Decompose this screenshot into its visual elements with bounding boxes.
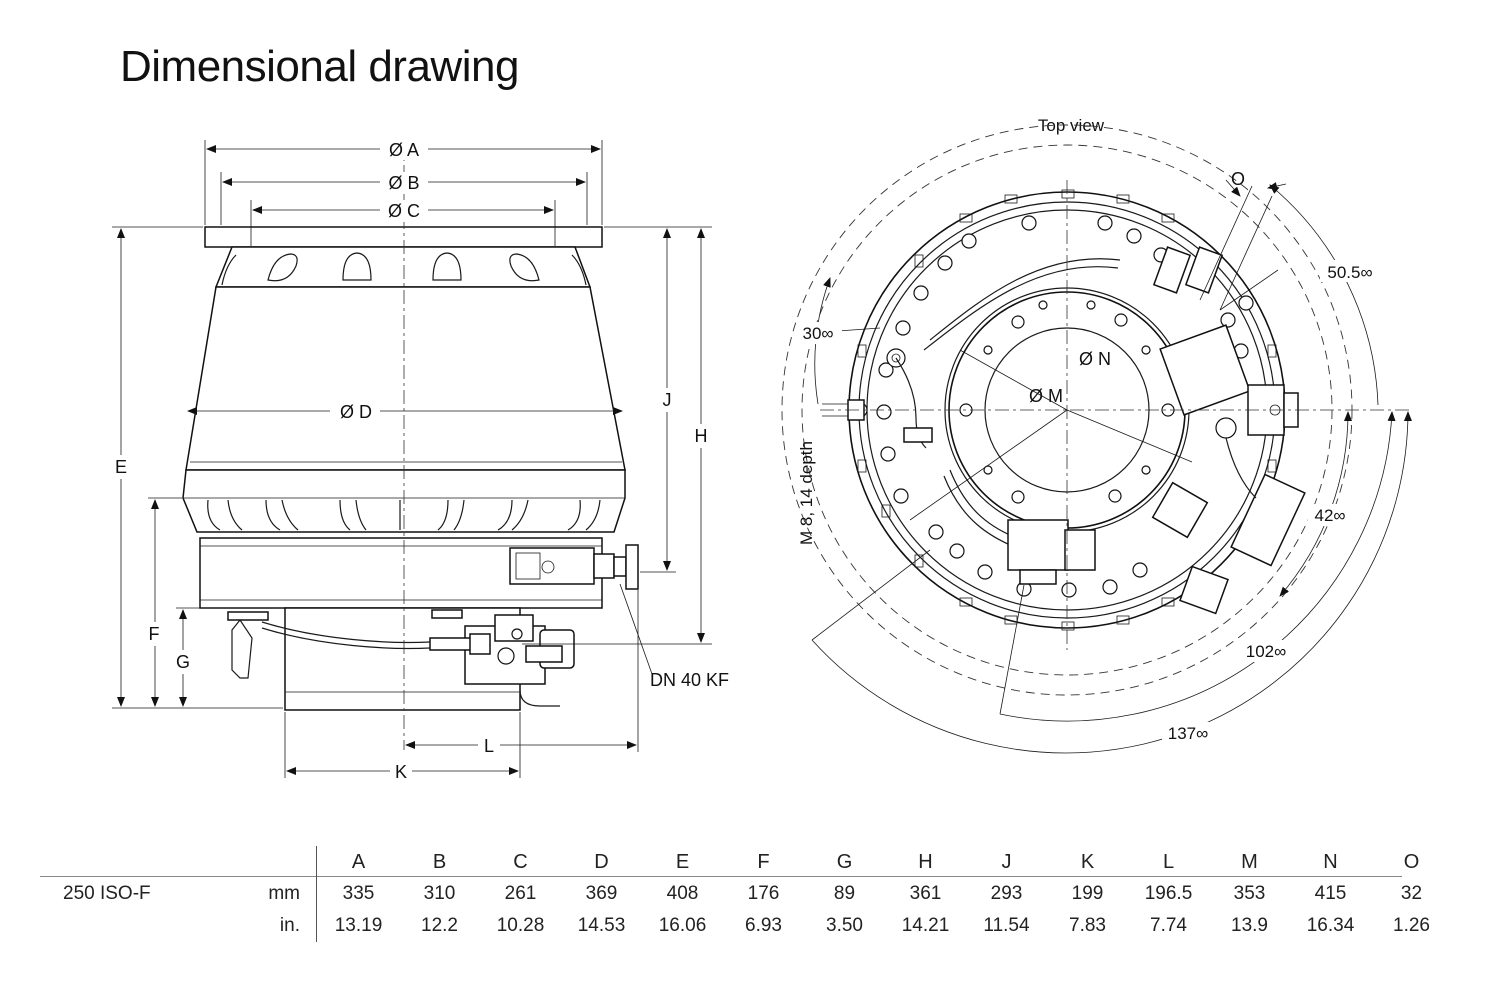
flange-bolt-holes xyxy=(852,215,1254,598)
top-flange xyxy=(204,226,603,248)
table-cell: 310 xyxy=(423,883,456,904)
table-row-mm: 250 ISO-F mm 335 310 261 369 408 176 89 … xyxy=(40,878,1452,910)
table-cell: 415 xyxy=(1314,883,1347,904)
col-header: K xyxy=(1080,850,1095,873)
table-cell: 408 xyxy=(666,883,699,904)
label-dia-b: Ø B xyxy=(388,173,419,193)
table-cell: 369 xyxy=(585,883,618,904)
label-angle-137: 137∞ xyxy=(1168,724,1208,743)
table-cell: 293 xyxy=(990,883,1023,904)
cooling-ribs xyxy=(207,499,601,531)
col-header: E xyxy=(675,850,690,873)
table-header-rule xyxy=(40,876,1402,877)
table-cell: 3.50 xyxy=(826,915,863,936)
col-header: L xyxy=(1162,850,1175,873)
dimension-table: A B C D E F G H J K L M N O 250 ISO-F mm… xyxy=(40,846,1452,942)
dimensional-drawing: Ø A Ø B Ø C Ø D E F G xyxy=(110,116,1412,784)
label-f: F xyxy=(149,624,160,644)
col-header: H xyxy=(918,850,933,873)
table-header-row: A B C D E F G H J K L M N O xyxy=(40,846,1452,878)
table-cell: 11.54 xyxy=(983,915,1030,936)
pump-body xyxy=(185,286,626,471)
table-cell: 353 xyxy=(1233,883,1266,904)
label-g: G xyxy=(176,652,190,672)
label-l: L xyxy=(484,736,494,756)
col-header: B xyxy=(432,850,447,873)
side-view: Ø A Ø B Ø C Ø D E F G xyxy=(110,138,729,784)
table-row-in: in. 13.19 12.2 10.28 14.53 16.06 6.93 3.… xyxy=(40,910,1452,942)
unit-label: mm xyxy=(268,883,300,904)
label-o: O xyxy=(1231,169,1245,189)
label-thread: M 8, 14 depth xyxy=(797,441,816,545)
kf-flange xyxy=(613,556,627,577)
label-angle-50-5: 50.5∞ xyxy=(1327,263,1372,282)
top-view-title: Top view xyxy=(1038,116,1105,135)
col-header: F xyxy=(757,850,770,873)
label-dia-m: Ø M xyxy=(1029,386,1063,406)
table-cell: 89 xyxy=(833,883,856,904)
col-header: O xyxy=(1403,850,1420,873)
label-j: J xyxy=(663,390,672,410)
label-dia-d: Ø D xyxy=(340,402,372,422)
col-header: N xyxy=(1323,850,1338,873)
neck-slots xyxy=(221,252,587,286)
inner-bolt-holes xyxy=(959,300,1175,504)
table-cell: 335 xyxy=(342,883,375,904)
col-header: M xyxy=(1241,850,1258,873)
table-cell: 176 xyxy=(747,883,780,904)
col-header: G xyxy=(836,850,853,873)
table-cell: 13.9 xyxy=(1231,915,1268,936)
table-cell: 196.5 xyxy=(1144,883,1193,904)
unit-label: in. xyxy=(279,915,300,936)
label-k: K xyxy=(395,762,407,782)
table-cell: 10.28 xyxy=(496,915,545,936)
table-cell: 16.06 xyxy=(658,915,707,936)
table-cell: 16.34 xyxy=(1306,915,1355,936)
table-cell: 13.19 xyxy=(334,915,383,936)
model-name: 250 ISO-F xyxy=(63,883,151,904)
col-header: A xyxy=(351,850,366,873)
label-dia-a: Ø A xyxy=(389,140,419,160)
label-dia-n: Ø N xyxy=(1079,349,1111,369)
col-header: D xyxy=(594,850,609,873)
label-dn40kf: DN 40 KF xyxy=(650,670,729,690)
table-cell: 361 xyxy=(909,883,942,904)
page-title: Dimensional drawing xyxy=(120,42,519,91)
table-cell: 6.93 xyxy=(745,915,782,936)
table-cell: 14.21 xyxy=(901,915,950,936)
label-dia-c: Ø C xyxy=(388,201,420,221)
table-cell: 12.2 xyxy=(421,915,458,936)
table-cell: 1.26 xyxy=(1393,915,1430,936)
col-header: C xyxy=(513,850,528,873)
label-angle-30: 30∞ xyxy=(802,324,833,343)
table-cell: 7.74 xyxy=(1150,915,1187,936)
top-view: Top view xyxy=(781,116,1412,754)
col-header: J xyxy=(1001,850,1012,873)
vent-connector xyxy=(1159,324,1251,416)
table-cell: 7.83 xyxy=(1069,915,1106,936)
label-angle-42: 42∞ xyxy=(1314,506,1345,525)
label-e: E xyxy=(115,457,127,477)
label-angle-102: 102∞ xyxy=(1246,642,1286,661)
table-cell: 199 xyxy=(1071,883,1104,904)
table-cell: 261 xyxy=(504,883,537,904)
label-h: H xyxy=(695,426,708,446)
table-cell: 14.53 xyxy=(577,915,626,936)
table-cell: 32 xyxy=(1400,883,1423,904)
